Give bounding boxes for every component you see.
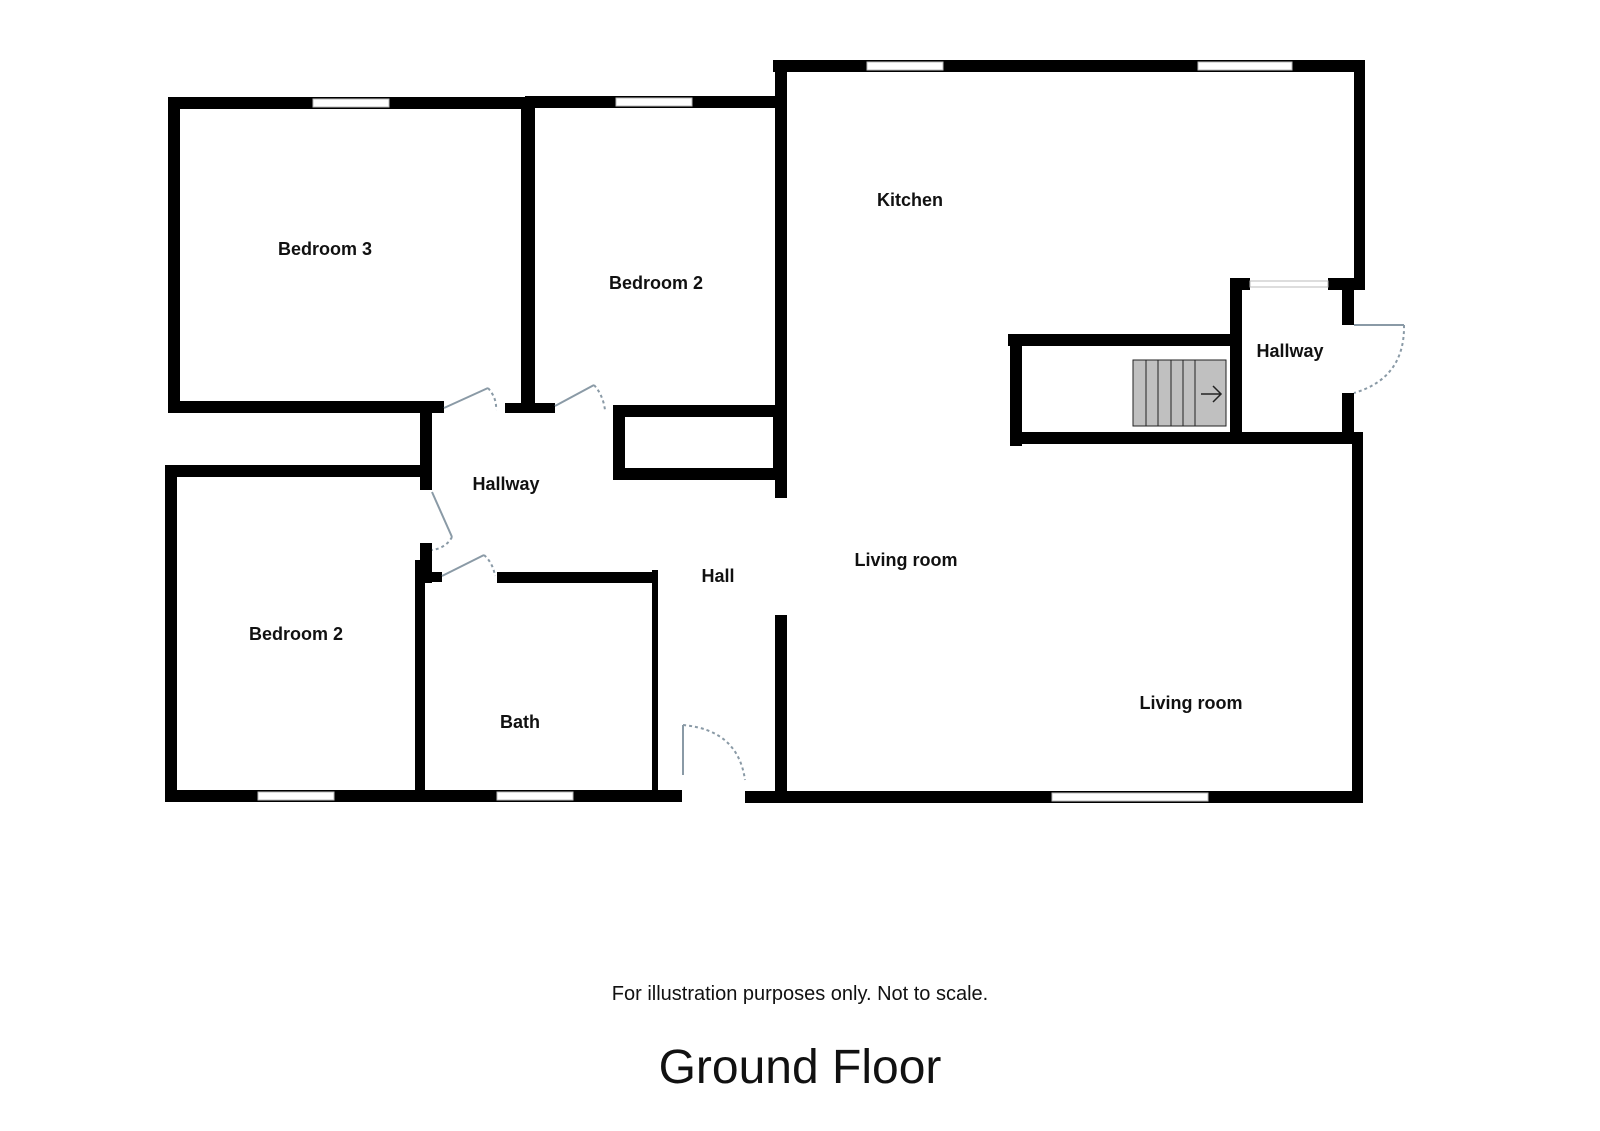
floor-title: Ground Floor (658, 1041, 942, 1094)
room-labels: Bedroom 3 Bedroom 2 Kitchen Hallway Hall… (249, 190, 1324, 732)
room-label-hallway-left: Hallway (472, 474, 539, 494)
room-label-hall: Hall (701, 566, 734, 586)
room-label-kitchen: Kitchen (877, 190, 943, 210)
windows (257, 61, 1329, 802)
stairs (1132, 359, 1227, 427)
room-label-bedroom-2-lower: Bedroom 2 (249, 624, 343, 644)
room-label-living-room-center: Living room (855, 550, 958, 570)
stairs-arrow-icon (1201, 385, 1223, 403)
room-label-bedroom-2-upper: Bedroom 2 (609, 273, 703, 293)
disclaimer-text: For illustration purposes only. Not to s… (611, 983, 989, 1005)
room-label-bedroom-3: Bedroom 3 (278, 239, 372, 259)
room-label-bath: Bath (500, 712, 540, 732)
walls (165, 60, 1365, 803)
room-label-living-room-right: Living room (1140, 693, 1243, 713)
doors (431, 324, 1406, 781)
room-label-hallway-right: Hallway (1256, 341, 1323, 361)
